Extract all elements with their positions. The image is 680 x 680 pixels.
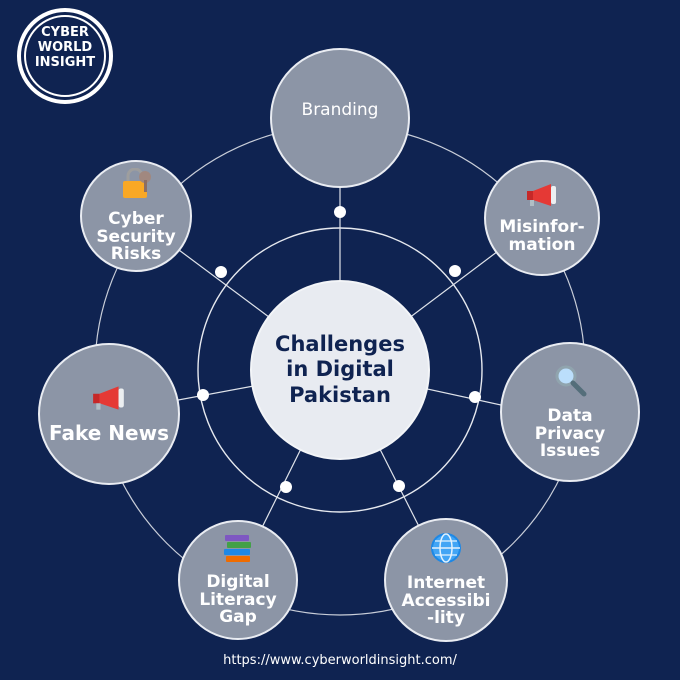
globe-icon [430, 532, 462, 569]
node-fake-news: Fake News [38, 343, 180, 485]
books-icon [222, 533, 254, 568]
node-label: Branding [301, 100, 379, 121]
node-label: Digital Literacy Gap [199, 571, 277, 628]
node-label: Cyber Security Risks [96, 208, 176, 265]
node-label: Misinfor- mation [499, 216, 585, 255]
logo-inner-ring [24, 15, 106, 97]
logo-text: CYBER WORLD INSIGHT [34, 25, 96, 70]
footer-url: https://www.cyberworldinsight.com/ [223, 653, 457, 668]
megaphone-icon [525, 182, 559, 213]
magnifier-icon [553, 363, 587, 402]
node-label: Internet Accessibi -lity [401, 572, 491, 629]
padlock-icon [119, 167, 153, 205]
node-misinformation: Misinfor- mation [484, 160, 600, 276]
junction-dot [197, 389, 209, 401]
junction-dot [449, 265, 461, 277]
cyber-world-insight-logo: CYBER WORLD INSIGHT [17, 8, 125, 104]
node-branding: Branding [270, 48, 410, 188]
junction-dot [334, 206, 346, 218]
node-cyber-security-risks: Cyber Security Risks [80, 160, 192, 272]
logo-outer-ring [17, 8, 113, 104]
junction-dot [215, 266, 227, 278]
node-digital-literacy-gap: Digital Literacy Gap [178, 520, 298, 640]
center-title: Challenges in Digital Pakistan [275, 332, 405, 407]
node-internet-accessibility: Internet Accessibi -lity [384, 518, 508, 642]
center-hub: Challenges in Digital Pakistan [250, 280, 430, 460]
junction-dot [393, 480, 405, 492]
junction-dot [280, 481, 292, 493]
node-label: Fake News [49, 421, 169, 445]
node-label: Data Privacy Issues [534, 405, 606, 462]
junction-dot [469, 391, 481, 403]
node-data-privacy-issues: Data Privacy Issues [500, 342, 640, 482]
megaphone-icon [91, 384, 127, 417]
